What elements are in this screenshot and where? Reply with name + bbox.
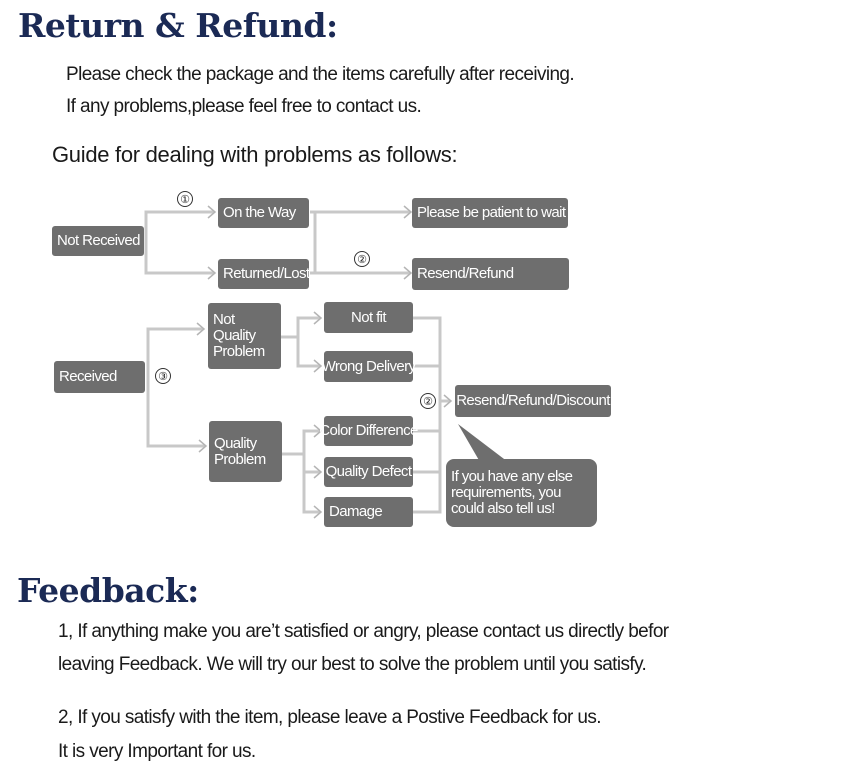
- not-received-box: Not Received: [52, 226, 144, 256]
- return-refund-heading: Return & Refund:: [18, 6, 338, 45]
- feedback-item-1-line-1: 1, If anything make you are’t satisfied …: [58, 621, 669, 642]
- guide-label: Guide for dealing with problems as follo…: [52, 142, 458, 167]
- not-fit-box: Not fit: [324, 302, 413, 333]
- resend-refund-box: Resend/Refund: [412, 258, 569, 290]
- step-2-marker: ②: [354, 251, 370, 267]
- please-be-patient-box: Please be patient to wait: [412, 198, 568, 228]
- not-quality-problem-box: Not Quality Problem: [208, 303, 281, 369]
- quality-problem-box: Quality Problem: [209, 421, 282, 482]
- intro-line-2: If any problems,please feel free to cont…: [66, 96, 422, 117]
- on-the-way-box: On the Way: [218, 198, 309, 228]
- damage-box: Damage: [324, 497, 413, 527]
- feedback-item-2-line-1: 2, If you satisfy with the item, please …: [58, 707, 602, 728]
- feedback-item-1-line-2: leaving Feedback. We will try our best t…: [58, 654, 647, 675]
- step-2-marker-received: ②: [420, 393, 436, 409]
- quality-defect-box: Quality Defect: [324, 457, 413, 487]
- step-1-marker: ①: [177, 191, 193, 207]
- flowchart-connectors: [144, 205, 508, 519]
- requirements-callout: If you have any else requirements, you c…: [446, 459, 597, 527]
- step-3-marker: ③: [155, 368, 171, 384]
- received-box: Received: [54, 361, 145, 393]
- wrong-delivery-box: Wrong Delivery: [322, 351, 416, 382]
- color-difference-box: Color Difference: [319, 416, 418, 446]
- returned-lost-box: Returned/Lost: [218, 259, 310, 289]
- feedback-heading: Feedback:: [17, 571, 199, 610]
- feedback-item-2-line-2: It is very Important for us.: [58, 741, 256, 762]
- resend-refund-discount-box: Resend/Refund/Discount: [455, 385, 611, 417]
- intro-line-1: Please check the package and the items c…: [66, 64, 575, 85]
